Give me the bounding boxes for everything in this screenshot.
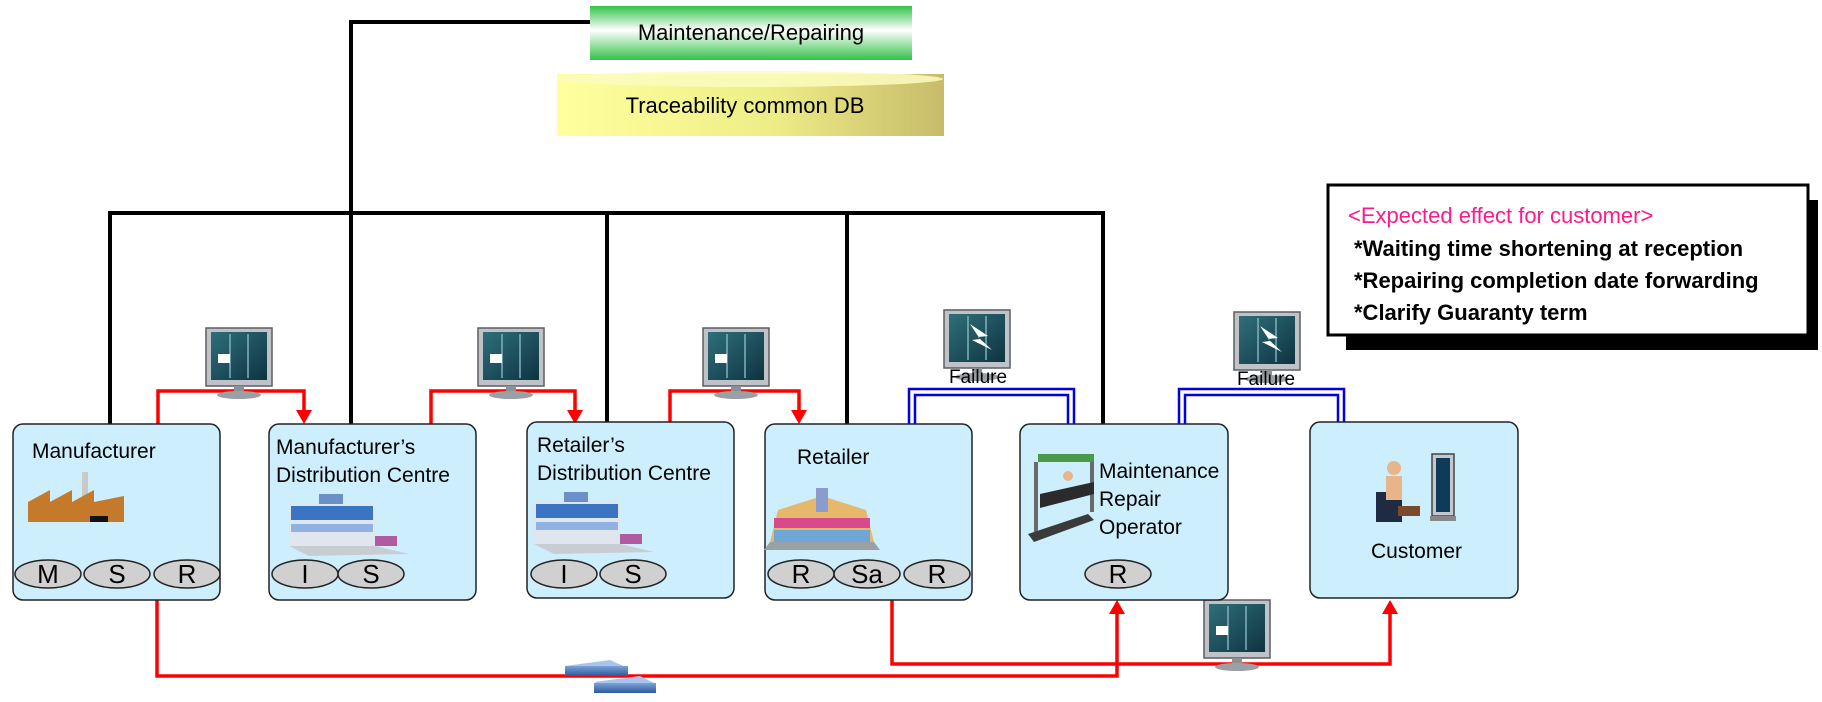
red-arrowheads-top <box>296 410 807 424</box>
failure-label-retailer: Failure <box>949 367 1007 388</box>
node-label-mro: Maintenance <box>1099 460 1219 483</box>
node-label-mro: Repair <box>1099 488 1161 511</box>
monitor-icon-3 <box>702 327 770 399</box>
badge-label: R <box>792 559 811 589</box>
customer-tv-icon <box>1376 453 1456 522</box>
red-flow-bottom <box>155 600 1392 678</box>
monitor-icon-1 <box>205 327 273 399</box>
factory-icon <box>28 472 124 522</box>
expected-effect-box: <Expected effect for customer> *Waiting … <box>1326 183 1818 350</box>
shopping-mall-icon <box>764 488 880 550</box>
effect-item-2: *Repairing completion date forwarding <box>1354 268 1759 293</box>
traceability-db-label: Traceability common DB <box>626 93 865 118</box>
badge-retailer: Sa <box>833 559 901 589</box>
red-arrowheads-bottom <box>1109 600 1398 614</box>
badge-label: M <box>37 559 59 589</box>
badge-label: I <box>301 559 308 589</box>
badge-label: Sa <box>851 559 883 589</box>
maintenance-repairing-label: Maintenance/Repairing <box>638 20 864 45</box>
badge-retailer-dc: S <box>599 559 667 589</box>
badge-label: S <box>108 559 125 589</box>
badge-manufacturer-dc: S <box>337 559 405 589</box>
badge-label: R <box>928 559 947 589</box>
monitor-icon-2 <box>477 327 545 399</box>
badge-retailer-dc: I <box>530 559 598 589</box>
badge-label: S <box>624 559 641 589</box>
network-lines <box>108 20 1105 424</box>
badge-manufacturer: M <box>14 559 82 589</box>
failure-label-customer: Failure <box>1237 369 1295 390</box>
failure-monitor-icon-2 <box>1233 311 1301 383</box>
badge-label: R <box>178 559 197 589</box>
node-label-retailer-dc: Distribution Centre <box>537 462 711 485</box>
badge-manufacturer: R <box>153 559 221 589</box>
traceability-db: Traceability common DB <box>557 71 944 136</box>
badge-mro: R <box>1084 559 1152 589</box>
network-switch-icon <box>565 660 656 693</box>
expected-effect-title: <Expected effect for customer> <box>1348 203 1653 228</box>
node-label-mro: Operator <box>1099 516 1182 539</box>
failure-monitor-icon-1 <box>943 309 1011 381</box>
badge-manufacturer-dc: I <box>271 559 339 589</box>
badge-label: S <box>362 559 379 589</box>
badge-label: R <box>1109 559 1128 589</box>
warehouse-icon <box>534 492 654 554</box>
node-label-customer: Customer <box>1371 540 1462 563</box>
node-label-manufacturer-dc: Manufacturer’s <box>276 436 415 459</box>
badge-manufacturer: S <box>83 559 151 589</box>
badge-retailer: R <box>767 559 835 589</box>
warehouse-icon <box>289 494 409 556</box>
node-label-manufacturer: Manufacturer <box>32 440 156 463</box>
node-label-retailer-dc: Retailer’s <box>537 434 625 457</box>
monitors <box>205 309 1301 671</box>
operator-station-icon <box>1028 454 1094 542</box>
effect-item-1: *Waiting time shortening at reception <box>1354 236 1743 261</box>
maintenance-repairing-box: Maintenance/Repairing <box>590 6 912 60</box>
badge-label: I <box>560 559 567 589</box>
monitor-icon-bottom <box>1203 599 1271 671</box>
node-label-manufacturer-dc: Distribution Centre <box>276 464 450 487</box>
effect-item-3: *Clarify Guaranty term <box>1354 300 1588 325</box>
blue-failure-flows <box>907 387 1346 428</box>
node-label-retailer: Retailer <box>797 446 869 469</box>
badge-retailer: R <box>903 559 971 589</box>
node-customer: Customer <box>1309 421 1519 599</box>
